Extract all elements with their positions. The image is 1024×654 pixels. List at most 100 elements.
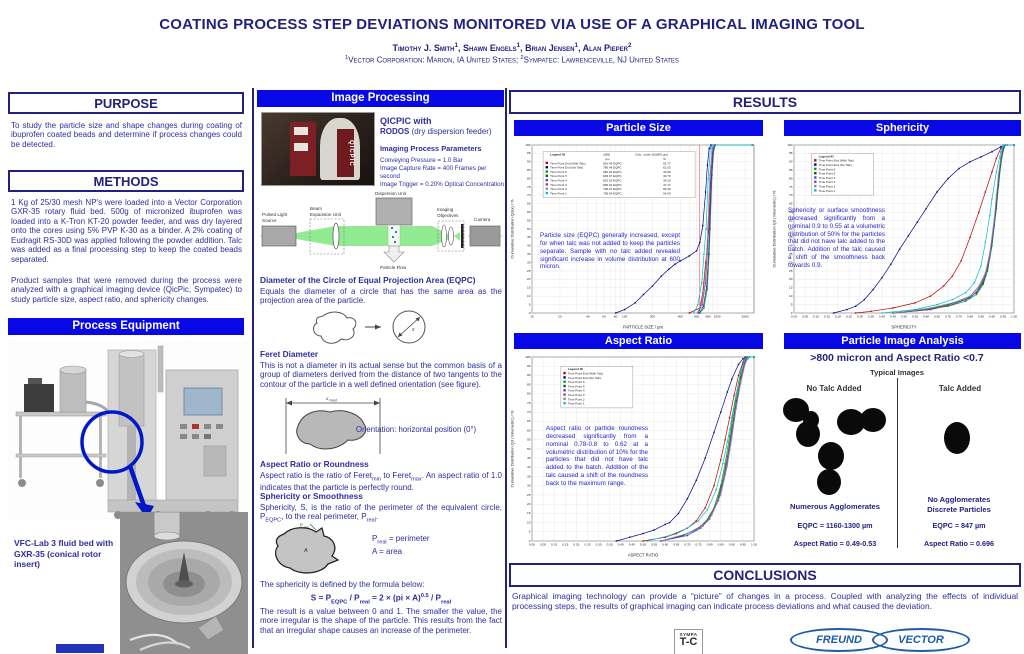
svg-text:1.00: 1.00 [1011, 315, 1017, 319]
svg-text:785.46 EQPC: 785.46 EQPC [603, 166, 622, 170]
svg-text:Imaging: Imaging [437, 207, 454, 212]
svg-text:40: 40 [789, 244, 793, 248]
bottom-left-accent [56, 644, 104, 653]
aspect-ratio-heading: Aspect Ratio or Roundness [260, 459, 369, 469]
svg-text:0.70: 0.70 [684, 543, 690, 547]
svg-text:0.10: 0.10 [551, 543, 557, 547]
pia-typical-images-label: Typical Images [870, 368, 924, 377]
svg-text:65: 65 [527, 419, 531, 423]
svg-text:5: 5 [529, 530, 531, 534]
svg-text:0.45: 0.45 [629, 543, 635, 547]
svg-text:0.20: 0.20 [835, 315, 841, 319]
svg-text:90: 90 [527, 373, 531, 377]
svg-text:Time Point 1: Time Point 1 [819, 189, 836, 193]
particle-image-analysis-heading: Particle Image Analysis [784, 333, 1021, 349]
svg-text:0.00: 0.00 [791, 315, 797, 319]
svg-text:75: 75 [527, 185, 531, 189]
svg-text:80: 80 [527, 392, 531, 396]
sphericity-heading: Sphericity [784, 120, 1021, 136]
svg-text:0.25: 0.25 [584, 543, 590, 547]
svg-text:0.65: 0.65 [934, 315, 940, 319]
poster-title: COATING PROCESS STEP DEVIATIONS MONITORE… [159, 16, 865, 33]
sphericity-annotation: Sphericity or surface smoothness decreas… [788, 207, 885, 270]
svg-text:0.30: 0.30 [596, 543, 602, 547]
svg-text:1000: 1000 [714, 315, 721, 319]
svg-text:45: 45 [789, 235, 793, 239]
svg-text:0: 0 [529, 311, 531, 315]
svg-text:35: 35 [527, 474, 531, 478]
svg-text:0.80: 0.80 [967, 315, 973, 319]
svg-text:0.05: 0.05 [802, 315, 808, 319]
svg-text:200: 200 [650, 315, 655, 319]
svg-text:Time Point 5: Time Point 5 [568, 384, 585, 388]
svg-text:61.77: 61.77 [663, 161, 671, 165]
svg-text:758.04 EQPC: 758.04 EQPC [603, 191, 622, 195]
imaging-params-heading: Imaging Process Parameters [380, 144, 482, 153]
qicpic-device-photo: QICPIC [261, 112, 375, 186]
svg-text:0.95: 0.95 [740, 543, 746, 547]
svg-text:Time Point 5: Time Point 5 [819, 172, 836, 176]
pia-right-caption-line2: Discrete Particles [927, 505, 991, 514]
svg-text:Time Point 6: Time Point 6 [568, 380, 585, 384]
svg-text:Pulsed Light: Pulsed Light [262, 212, 288, 217]
svg-text:30.73: 30.73 [663, 174, 671, 178]
svg-text:P: P [300, 523, 303, 528]
process-equipment-photo [8, 342, 248, 520]
sphericity-def-body: Sphericity, S, is the ratio of the perim… [260, 503, 502, 525]
sympatec-logo: SYMPA T-C [674, 629, 703, 654]
svg-text:real: real [304, 525, 309, 529]
svg-text:90: 90 [527, 160, 531, 164]
sphericity-figure-notes: Preal = perimeter A = area [372, 534, 502, 558]
feret-body: This is not a diameter in its actual sen… [260, 361, 502, 389]
svg-text:75: 75 [789, 185, 793, 189]
svg-text:Time Point 2: Time Point 2 [568, 397, 585, 401]
results-heading: RESULTS [509, 90, 1021, 114]
svg-text:0.25: 0.25 [846, 315, 852, 319]
svg-text:x: x [411, 327, 415, 333]
svg-text:47.17: 47.17 [663, 183, 671, 187]
svg-text:Time Point 3: Time Point 3 [819, 180, 836, 184]
svg-text:30: 30 [789, 260, 793, 264]
svg-text:30: 30 [527, 484, 531, 488]
svg-text:790.97 EQPC: 790.97 EQPC [603, 187, 622, 191]
svg-text:0: 0 [791, 311, 793, 315]
svg-text:ASPECT RATIO: ASPECT RATIO [628, 553, 659, 558]
svg-text:61.03: 61.03 [663, 166, 671, 170]
methods-paragraph-2: Product samples that were removed during… [11, 276, 242, 304]
svg-text:85: 85 [789, 168, 793, 172]
poster-authors: Timothy J. Smith1, Shawn Engels1, Brian … [392, 42, 632, 53]
svg-text:0.10: 0.10 [813, 315, 819, 319]
process-equipment-heading: Process Equipment [8, 318, 244, 335]
svg-text:15: 15 [527, 286, 531, 290]
formula-intro: The sphericity is defined by the formula… [260, 580, 425, 589]
svg-text:65: 65 [527, 202, 531, 206]
svg-text:Camera: Camera [474, 217, 491, 222]
svg-text:0.65: 0.65 [673, 543, 679, 547]
svg-text:0.50: 0.50 [640, 543, 646, 547]
svg-text:Time Point End (With Talc): Time Point End (With Talc) [550, 161, 585, 165]
svg-text:95: 95 [527, 151, 531, 155]
image-processing-heading: Image Processing [257, 90, 504, 107]
rotor-insert-closeup-photo [120, 512, 248, 654]
svg-text:0.40: 0.40 [618, 543, 624, 547]
equipment-caption-line2: GXR-35 (conical rotor insert) [14, 549, 102, 570]
equipment-callout-circle [80, 410, 144, 474]
svg-text:80: 80 [527, 176, 531, 180]
svg-text:50: 50 [527, 447, 531, 451]
svg-text:0.50: 0.50 [901, 315, 907, 319]
pia-left-eqpc: EQPC = 1160-1300 µm [797, 521, 873, 530]
svg-text:Time Point End (No Talc): Time Point End (No Talc) [550, 166, 583, 170]
svg-text:x: x [325, 396, 329, 401]
svg-text:0.80: 0.80 [707, 543, 713, 547]
pia-talc-image [944, 422, 970, 454]
svg-text:0.75: 0.75 [695, 543, 701, 547]
svg-text:Time Point 4: Time Point 4 [550, 179, 567, 183]
svg-text:600: 600 [694, 315, 699, 319]
svg-text:65: 65 [789, 202, 793, 206]
equipment-callout-arrow [127, 465, 147, 507]
svg-text:60: 60 [789, 210, 793, 214]
svg-text:800: 800 [706, 315, 711, 319]
svg-text:0.85: 0.85 [978, 315, 984, 319]
eqpc-heading: Diameter of the Circle of Equal Projecti… [260, 275, 476, 285]
